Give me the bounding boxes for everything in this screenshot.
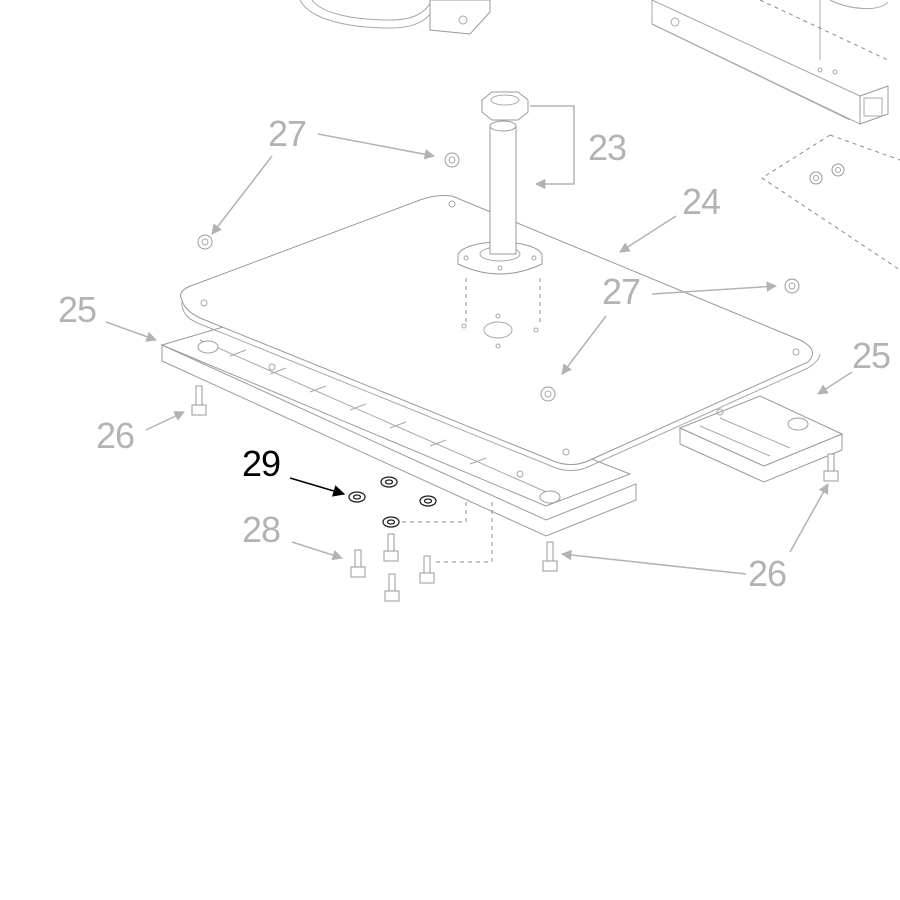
top-right-frame-part	[651, 0, 889, 125]
shaft-assembly	[457, 91, 543, 275]
bolt-26-right	[823, 453, 839, 482]
leader-lines	[105, 105, 853, 575]
callout-25-left: 25	[58, 289, 96, 330]
washer-29-group	[348, 476, 467, 528]
callout-24: 24	[682, 181, 720, 222]
left-support-rail	[160, 321, 637, 537]
callout-28: 28	[242, 509, 280, 550]
callout-27-top: 27	[268, 113, 306, 154]
nut-27-a	[444, 152, 460, 168]
callout-23: 23	[588, 127, 626, 168]
main-base-plate	[180, 195, 821, 472]
nut-27-c	[784, 278, 800, 294]
bolt-26-left	[191, 385, 207, 416]
callout-25-right: 25	[852, 335, 890, 376]
right-support-rail	[678, 395, 844, 483]
callout-26-left: 26	[96, 415, 134, 456]
callout-27-mid: 27	[602, 271, 640, 312]
callout-26-right: 26	[748, 553, 786, 594]
nut-27-b	[197, 234, 213, 250]
callout-29: 29	[242, 443, 280, 484]
top-bracket-part	[299, 0, 491, 35]
bolt-26-center	[542, 541, 558, 572]
bolt-28-group	[350, 533, 435, 602]
right-dashed-outline	[761, 134, 900, 271]
nut-27-d	[540, 386, 556, 402]
